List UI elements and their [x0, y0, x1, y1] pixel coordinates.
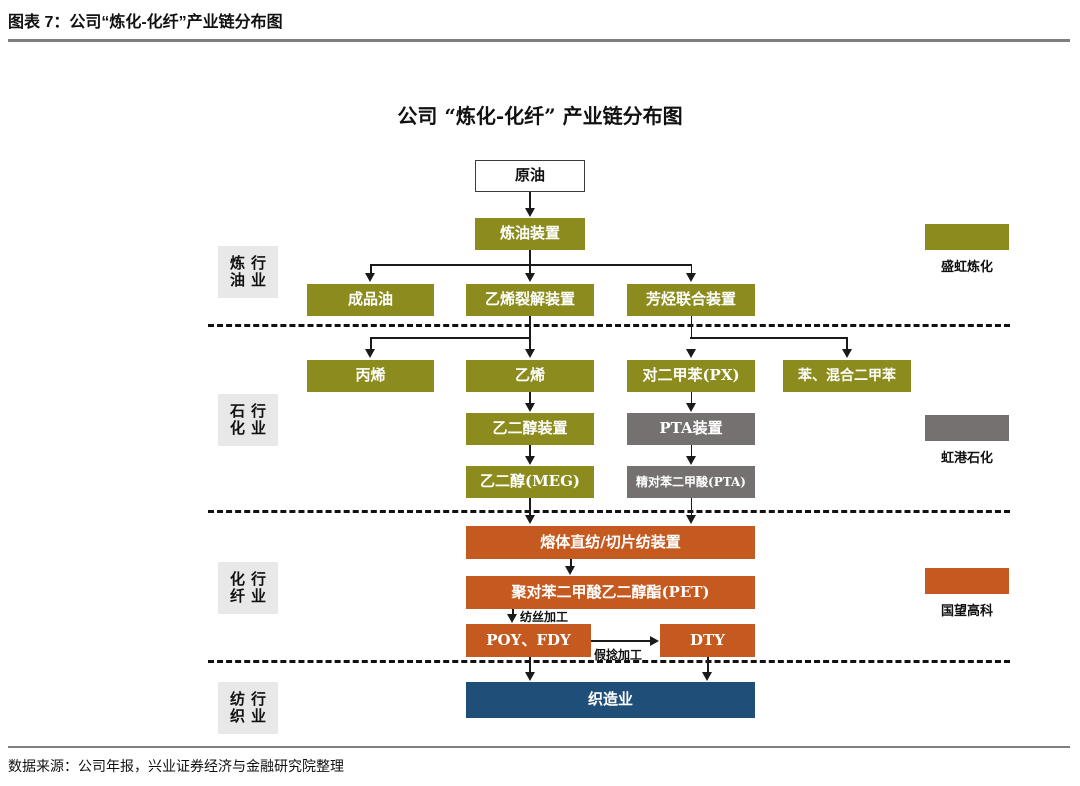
divider-chemfiber-weaving	[208, 660, 1010, 663]
node-meg[interactable]: 乙二醇(MEG)	[466, 466, 594, 498]
edge-label-spinning-process: 纺丝加工	[520, 610, 569, 624]
arrow-pta-to-spinning	[685, 515, 696, 524]
divider-refining-petrochemical	[208, 324, 1010, 327]
node-dty[interactable]: DTY	[660, 624, 755, 657]
figure-footer: 数据来源：公司年报，兴业证券经济与金融研究院整理	[8, 746, 1072, 776]
legend-label-shenghong: 盛虹炼化	[940, 260, 993, 275]
row-label-chemfiber-right: 行 业	[251, 570, 267, 605]
node-pta[interactable]: 精对苯二甲酸(PTA)	[627, 466, 755, 498]
node-pta-unit[interactable]: PTA装置	[627, 413, 755, 445]
row-label-weaving: 纺 织 行 业	[218, 682, 278, 734]
row-label-petrochemical-right: 行 业	[251, 402, 267, 437]
arrow-pet-to-poy	[507, 614, 518, 623]
row-label-petrochemical: 石 化 行 业	[218, 394, 278, 446]
legend-item-shenghong: 盛虹炼化	[925, 224, 1009, 275]
divider-petrochemical-chemfiber	[208, 510, 1010, 513]
node-refinery-unit[interactable]: 炼油装置	[475, 218, 585, 250]
node-meg-unit[interactable]: 乙二醇装置	[466, 413, 594, 445]
connector-px-to-pta-unit	[690, 392, 693, 404]
node-spinning-unit[interactable]: 熔体直纺/切片纺装置	[466, 526, 755, 559]
node-ethylene-cracker[interactable]: 乙烯裂解装置	[466, 284, 594, 316]
page-title: 图表 7：公司“炼化-化纤”产业链分布图	[8, 14, 283, 31]
node-poy-fdy[interactable]: POY、FDY	[466, 624, 591, 657]
connector-aromatics-down	[690, 316, 693, 338]
legend-swatch-guowang	[925, 568, 1009, 594]
footer-divider	[8, 746, 1070, 748]
node-refined-oil[interactable]: 成品油	[307, 284, 434, 316]
edge-label-false-twist: 假捻加工	[594, 648, 643, 662]
node-propylene[interactable]: 丙烯	[307, 360, 434, 392]
legend-label-honggang: 虹港石化	[940, 451, 993, 466]
node-pet[interactable]: 聚对苯二甲酸乙二醇酯(PET)	[466, 576, 755, 609]
arrow-bus-to-refined-oil	[365, 273, 375, 282]
arrow-dty-to-weaving	[702, 672, 713, 681]
connector-pet-to-poy	[512, 609, 514, 615]
connector-cracker-to-ethylene	[529, 337, 531, 349]
connector-dty-to-weaving	[707, 657, 709, 673]
connector-crude-to-refinery	[529, 192, 531, 209]
node-benzene-mixed-xylene[interactable]: 苯、混合二甲苯	[783, 360, 911, 392]
connector-meg-unit-to-meg	[529, 445, 531, 457]
connector-poy-to-dty	[591, 640, 651, 642]
row-label-weaving-right: 行 业	[251, 690, 267, 725]
connector-refinery-bus	[370, 264, 691, 266]
connector-ethylene-to-meg-unit	[529, 392, 531, 404]
connector-cracker-split-bus	[370, 337, 530, 339]
row-label-petrochemical-left: 石 化	[229, 402, 245, 437]
row-label-chemfiber: 化 纤 行 业	[218, 562, 278, 614]
legend-label-guowang: 国望高科	[940, 604, 993, 619]
legend-item-guowang: 国望高科	[925, 568, 1009, 619]
arrow-pta-unit-to-pta	[685, 456, 696, 465]
row-label-weaving-left: 纺 织	[229, 690, 245, 725]
row-label-refining-right: 行 业	[251, 254, 267, 289]
arrow-bus-to-aromatics	[685, 273, 696, 282]
figure-header: 图表 7：公司“炼化-化纤”产业链分布图	[8, 8, 1072, 42]
row-label-chemfiber-left: 化 纤	[229, 570, 245, 605]
source-note: 数据来源：公司年报，兴业证券经济与金融研究院整理	[8, 758, 344, 774]
legend-item-honggang: 虹港石化	[925, 415, 1009, 466]
legend-swatch-shenghong	[925, 224, 1009, 250]
arrow-crude-to-refinery	[524, 208, 535, 217]
connector-aromatics-to-benzene	[846, 337, 848, 349]
arrow-to-propylene	[365, 349, 375, 358]
arrow-to-ethylene	[524, 349, 535, 358]
arrow-poy-to-dty	[650, 635, 659, 646]
chart-title: 公司 “炼化-化纤” 产业链分布图	[397, 104, 683, 128]
arrow-bus-to-ethylene-cracker	[524, 273, 535, 282]
arrow-to-px	[685, 349, 696, 358]
arrow-px-to-pta-unit	[685, 403, 696, 412]
arrow-to-benzene	[841, 349, 852, 358]
arrow-spinning-to-pet	[565, 566, 576, 575]
legend-swatch-honggang	[925, 415, 1009, 441]
arrow-poy-to-weaving	[524, 672, 535, 681]
connector-poy-to-weaving	[529, 657, 531, 673]
connector-pta-unit-to-pta	[690, 445, 693, 457]
connector-bus-to-refined-oil	[370, 264, 372, 274]
connector-refinery-down	[529, 250, 531, 274]
connector-cracker-down	[529, 316, 531, 338]
row-label-refining: 炼 油 行 业	[218, 246, 278, 298]
node-ethylene[interactable]: 乙烯	[466, 360, 594, 392]
node-aromatics-complex[interactable]: 芳烃联合装置	[627, 284, 755, 316]
node-weaving[interactable]: 织造业	[466, 682, 755, 718]
arrow-meg-to-spinning	[524, 515, 535, 524]
connector-aromatics-split-bus	[690, 337, 847, 339]
arrow-meg-unit-to-meg	[524, 456, 535, 465]
connector-bus-to-aromatics	[690, 264, 693, 274]
header-divider	[8, 39, 1070, 42]
diagram-canvas: 公司 “炼化-化纤” 产业链分布图 炼 油 行 业 石 化 行 业	[0, 60, 1080, 740]
connector-meg-to-spinning	[529, 498, 531, 516]
row-label-refining-left: 炼 油	[229, 254, 245, 289]
node-px[interactable]: 对二甲苯(PX)	[627, 360, 755, 392]
connector-cracker-to-propylene	[370, 337, 372, 349]
arrow-ethylene-to-meg-unit	[524, 403, 535, 412]
node-crude-oil[interactable]: 原油	[475, 160, 585, 192]
connector-spinning-to-pet	[570, 559, 572, 567]
connector-pta-to-spinning	[690, 498, 693, 516]
